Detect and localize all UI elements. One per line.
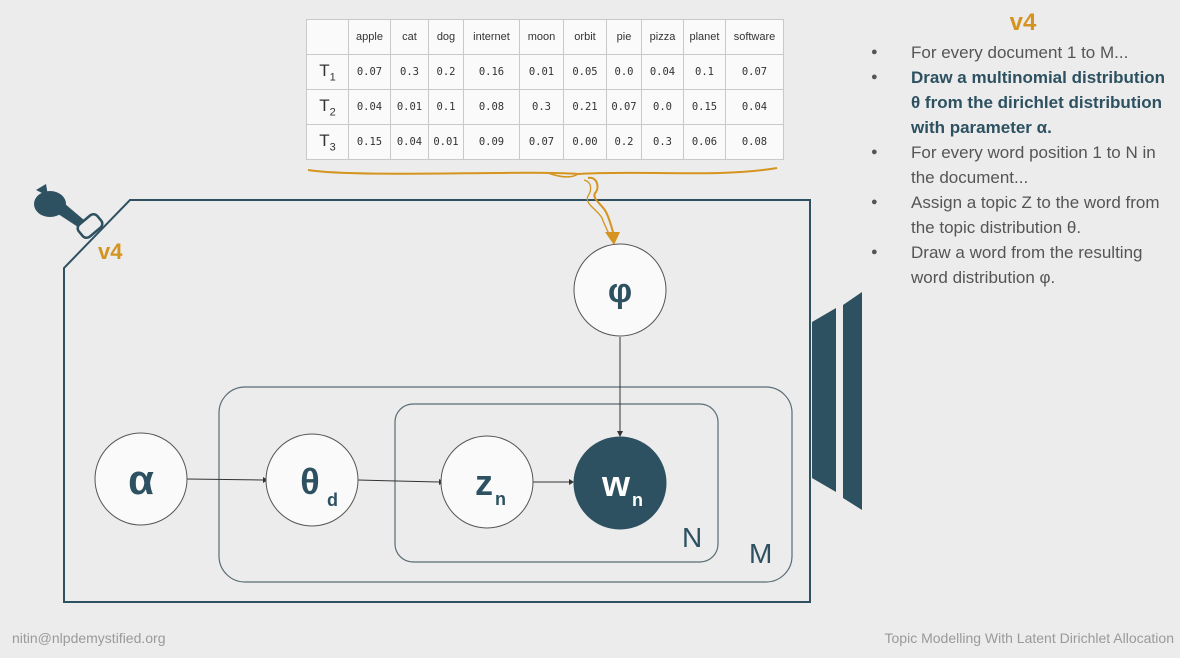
table-cell: 0.0 bbox=[641, 89, 684, 125]
table-brace bbox=[307, 167, 778, 176]
table-cell: 0.04 bbox=[390, 124, 429, 160]
column-header: moon bbox=[519, 19, 564, 55]
w-symbol: w bbox=[601, 463, 631, 504]
column-header: pizza bbox=[641, 19, 684, 55]
topic-word-table: apple cat dog internet moon orbit pie pi… bbox=[306, 19, 784, 160]
alpha-node bbox=[94, 432, 188, 526]
topic-label: T1 bbox=[306, 54, 349, 90]
table-cell: 0.08 bbox=[463, 89, 520, 125]
table-cell: 0.2 bbox=[606, 124, 642, 160]
steps-title: v4 bbox=[1009, 9, 1037, 36]
column-header: cat bbox=[390, 19, 429, 55]
column-header: apple bbox=[348, 19, 391, 55]
table-cell: 0.01 bbox=[519, 54, 564, 90]
column-header: dog bbox=[428, 19, 464, 55]
table-cell: 0.04 bbox=[348, 89, 391, 125]
alpha-symbol: α bbox=[128, 456, 154, 503]
step-item: Draw a word from the resulting word dist… bbox=[868, 240, 1174, 290]
outer-frame bbox=[63, 199, 811, 603]
z-subscript: n bbox=[495, 489, 506, 509]
table-cell: 0.06 bbox=[683, 124, 726, 160]
column-header: internet bbox=[463, 19, 520, 55]
column-header: orbit bbox=[563, 19, 607, 55]
column-header: planet bbox=[683, 19, 726, 55]
table-cell: 0.3 bbox=[390, 54, 429, 90]
table-cell: 0.01 bbox=[428, 124, 464, 160]
steps-panel: v4 For every document 1 to M... Draw a m… bbox=[868, 10, 1174, 290]
right-bar-2 bbox=[843, 292, 862, 510]
table-cell: 0.3 bbox=[641, 124, 684, 160]
table-cell: 0.07 bbox=[606, 89, 642, 125]
z-symbol: z bbox=[475, 462, 493, 503]
version-label: v4 bbox=[98, 239, 123, 264]
footer-title: Topic Modelling With Latent Dirichlet Al… bbox=[884, 630, 1174, 646]
table-cell: 0.08 bbox=[725, 124, 784, 160]
step-item: For every document 1 to M... bbox=[868, 40, 1174, 65]
plate-n-label: N bbox=[682, 522, 702, 553]
table-cell: 0.09 bbox=[463, 124, 520, 160]
curly-arrow-icon bbox=[583, 176, 620, 245]
table-row: T2 0.04 0.01 0.1 0.08 0.3 0.21 0.07 0.0 … bbox=[306, 89, 784, 125]
table-cell: 0.1 bbox=[428, 89, 464, 125]
phi-symbol: φ bbox=[608, 272, 632, 310]
table-cell: 0.07 bbox=[519, 124, 564, 160]
table-cell: 0.2 bbox=[428, 54, 464, 90]
theta-symbol: θ bbox=[300, 461, 319, 502]
table-cell: 0.1 bbox=[683, 54, 726, 90]
table-corner-cell bbox=[306, 19, 349, 55]
table-cell: 0.07 bbox=[725, 54, 784, 90]
table-cell: 0.15 bbox=[683, 89, 726, 125]
theta-node bbox=[265, 433, 359, 527]
table-cell: 0.16 bbox=[463, 54, 520, 90]
step-item: For every word position 1 to N in the do… bbox=[868, 140, 1174, 190]
table-cell: 0.01 bbox=[390, 89, 429, 125]
plate-m bbox=[218, 386, 793, 583]
table-cell: 0.21 bbox=[563, 89, 607, 125]
table-cell: 0.15 bbox=[348, 124, 391, 160]
plate-m-label: M bbox=[749, 538, 772, 569]
footer-email: nitin@nlpdemystified.org bbox=[12, 630, 166, 646]
step-item: Assign a topic Z to the word from the to… bbox=[868, 190, 1174, 240]
step-item-highlighted: Draw a multinomial distribution θ from t… bbox=[868, 65, 1174, 140]
steps-list: For every document 1 to M... Draw a mult… bbox=[868, 40, 1174, 290]
table-cell: 0.0 bbox=[606, 54, 642, 90]
column-header: pie bbox=[606, 19, 642, 55]
table-cell: 0.04 bbox=[725, 89, 784, 125]
edge-theta-z bbox=[357, 479, 440, 483]
table-cell: 0.3 bbox=[519, 89, 564, 125]
table-header-row: apple cat dog internet moon orbit pie pi… bbox=[306, 19, 784, 55]
table-cell: 0.00 bbox=[563, 124, 607, 160]
w-node bbox=[573, 436, 667, 530]
topic-label: T2 bbox=[306, 89, 349, 125]
table-cell: 0.05 bbox=[563, 54, 607, 90]
table-cell: 0.07 bbox=[348, 54, 391, 90]
hand-pointer-icon bbox=[34, 184, 104, 240]
column-header: software bbox=[725, 19, 784, 55]
w-subscript: n bbox=[632, 490, 643, 510]
topic-label: T3 bbox=[306, 124, 349, 160]
theta-subscript: d bbox=[327, 490, 338, 510]
z-node bbox=[440, 435, 534, 529]
phi-node bbox=[573, 243, 667, 337]
right-bar-1 bbox=[812, 308, 836, 492]
table-row: T1 0.07 0.3 0.2 0.16 0.01 0.05 0.0 0.04 … bbox=[306, 54, 784, 90]
plate-n bbox=[394, 403, 719, 563]
table-row: T3 0.15 0.04 0.01 0.09 0.07 0.00 0.2 0.3… bbox=[306, 124, 784, 160]
table-cell: 0.04 bbox=[641, 54, 684, 90]
edge-alpha-theta bbox=[186, 478, 264, 481]
